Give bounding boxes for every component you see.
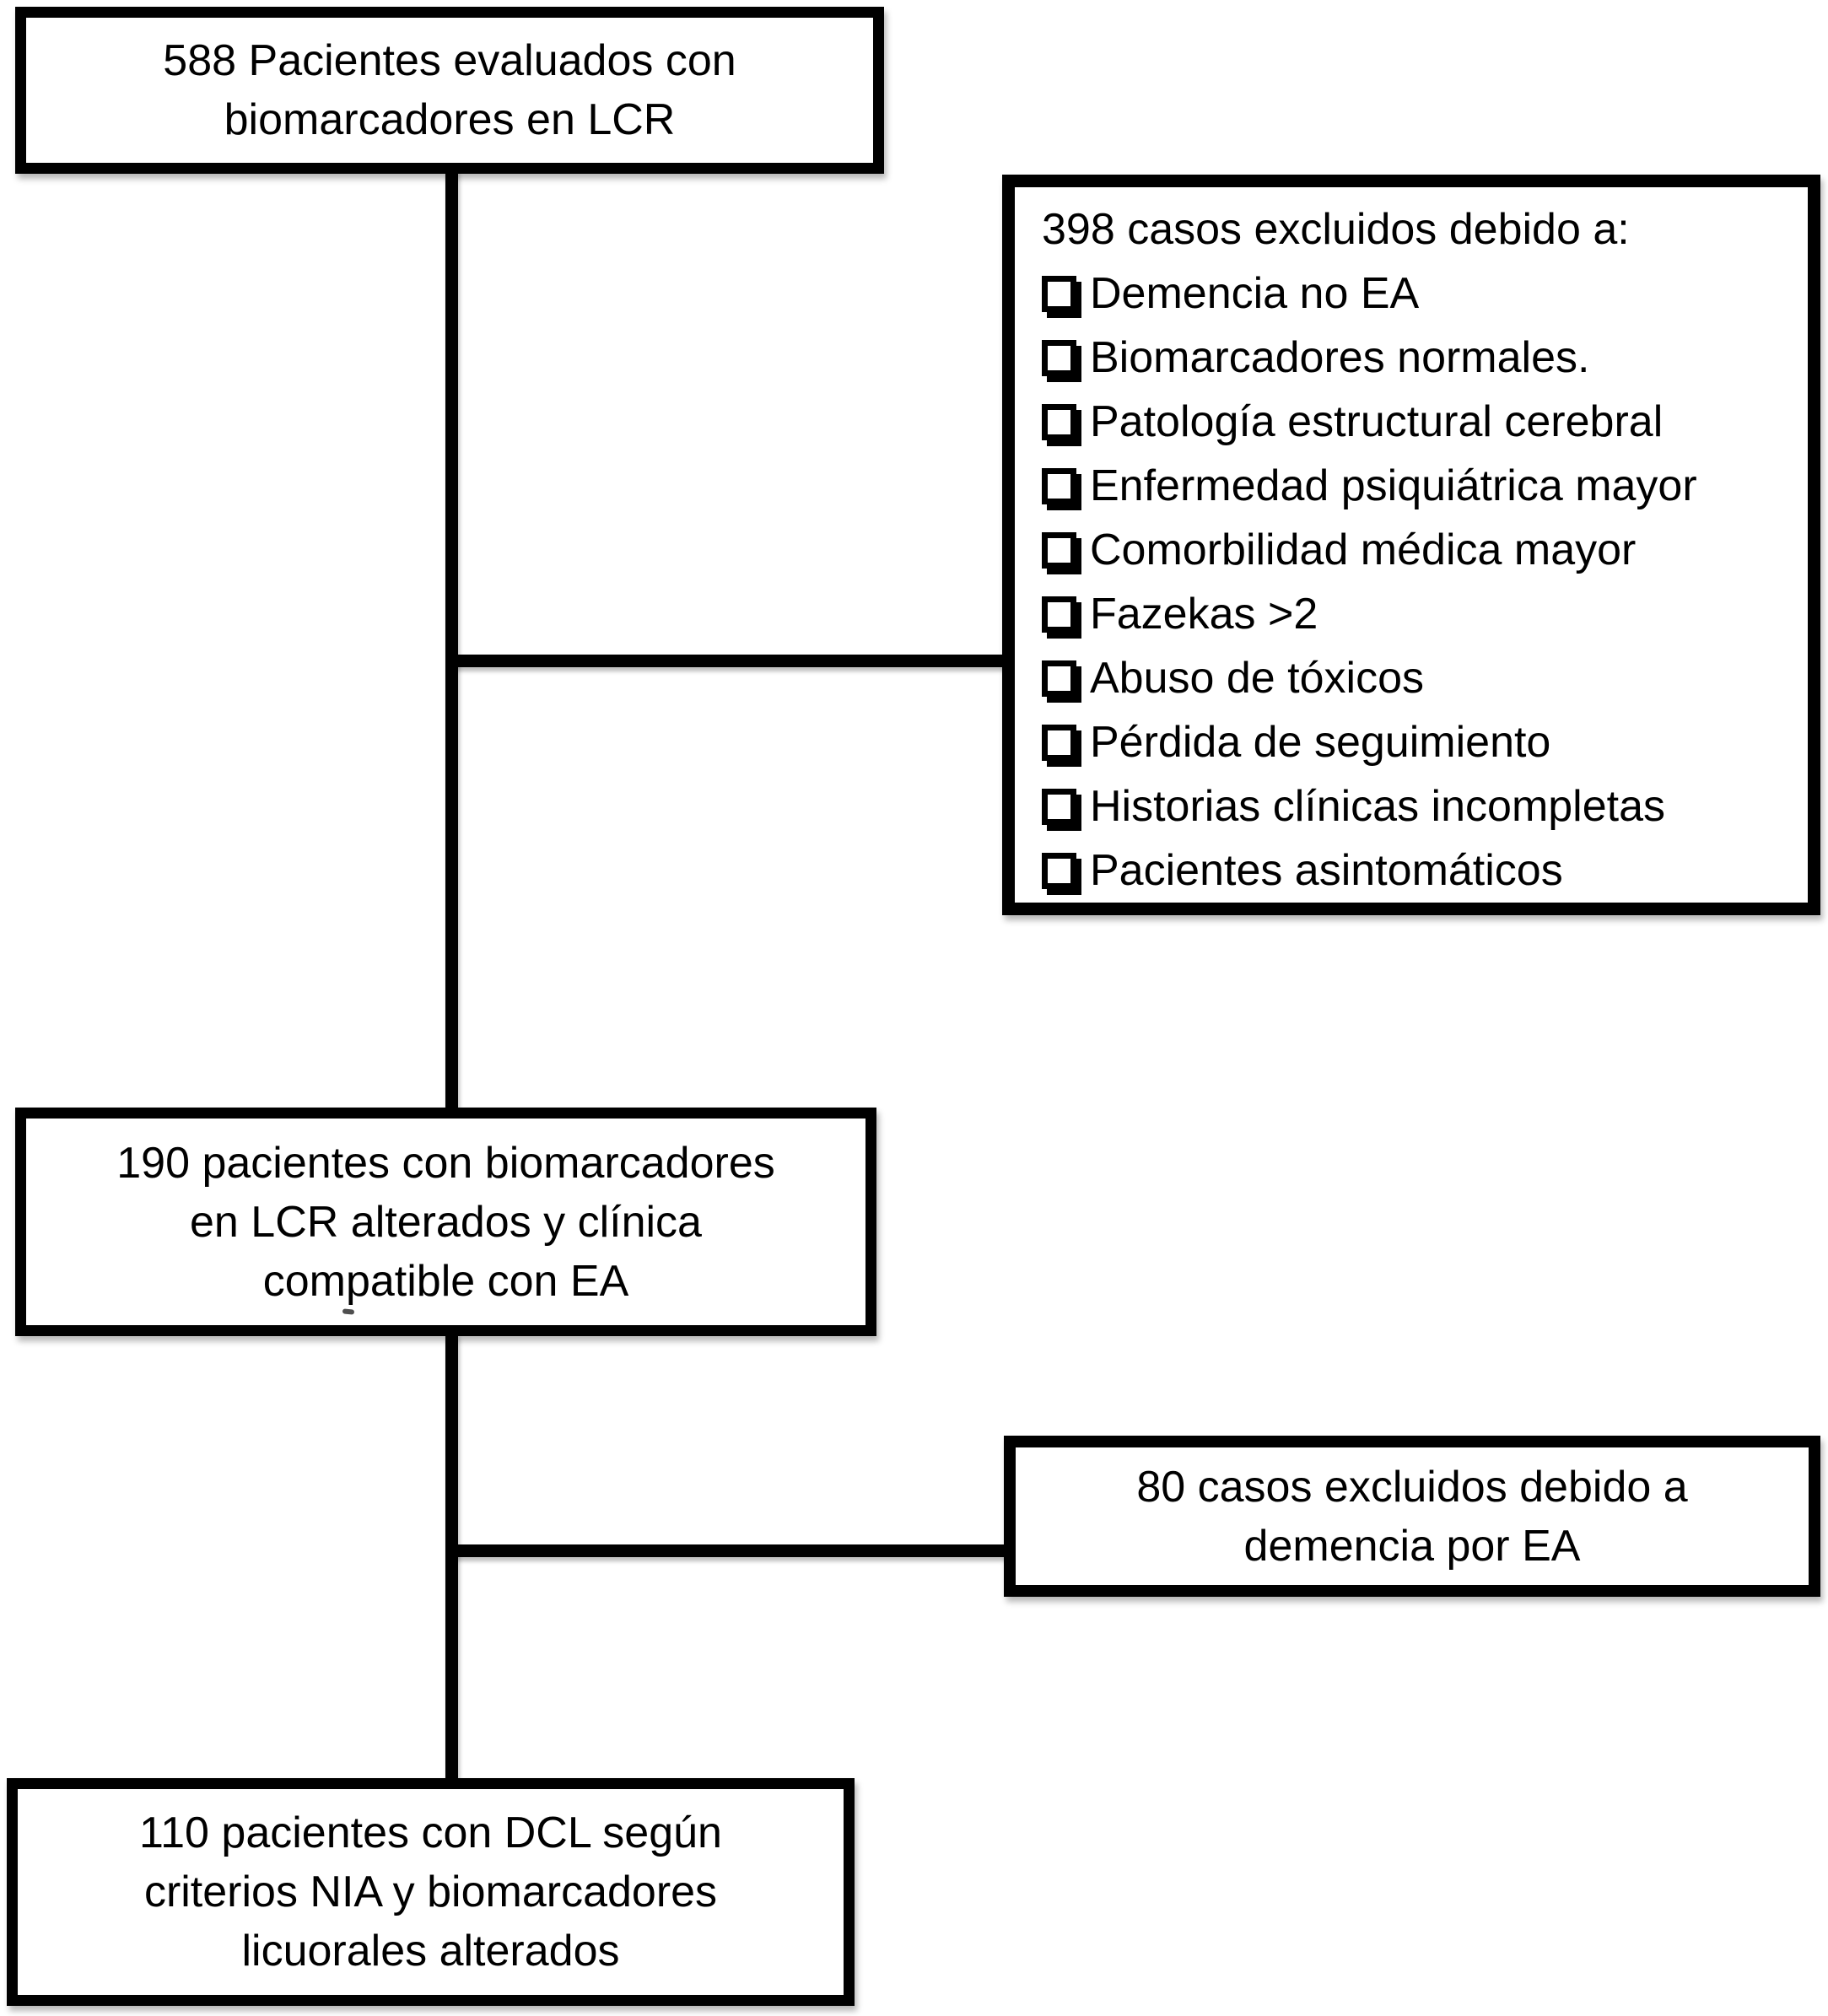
ballot-box-icon [1042, 724, 1076, 761]
node-text-line: 588 Pacientes evaluados con [163, 36, 736, 85]
node-text-line: licuorales alterados [241, 1927, 620, 1976]
exclusion-item: Comorbilidad médica mayor [1042, 518, 1799, 582]
node-text-line: 110 pacientes con DCL según [139, 1808, 722, 1857]
ballot-box-icon [1042, 788, 1076, 825]
node-text-line: en LCR alterados y clínica [190, 1197, 702, 1247]
node-excluded-80: 80 casos excluidos debido a demencia por… [1004, 1436, 1820, 1597]
node-excluded-398: 398 casos excluidos debido a: Demencia n… [1002, 175, 1820, 915]
exclusion-item-label: Abuso de tóxicos [1090, 654, 1425, 703]
connector-branch-excluded-398 [451, 655, 1008, 667]
exclusion-item-label: Pérdida de seguimiento [1090, 718, 1551, 767]
exclusion-item-label: Demencia no EA [1090, 269, 1420, 318]
exclusion-item: Pérdida de seguimiento [1042, 710, 1799, 774]
connector-190-to-110 [445, 1333, 458, 1782]
exclusion-item: Patología estructural cerebral [1042, 390, 1799, 454]
ballot-box-icon [1042, 531, 1076, 569]
ballot-box-icon [1042, 339, 1076, 376]
node-text-line: biomarcadores en LCR [224, 95, 676, 144]
node-text-line: criterios NIA y biomarcadores [143, 1868, 718, 1916]
exclusion-item: Demencia no EA [1042, 261, 1799, 326]
node-190-pacientes: 190 pacientes con biomarcadores en LCR a… [15, 1108, 876, 1336]
node-text-line: compatible con EA [262, 1256, 629, 1306]
node-588-pacientes: 588 Pacientes evaluados con biomarcadore… [15, 7, 884, 174]
ballot-box-icon [1042, 467, 1076, 504]
exclusion-item: Biomarcadores normales. [1042, 326, 1799, 390]
exclusion-item-label: Pacientes asintomáticos [1090, 846, 1563, 895]
node-text-line: 190 pacientes con biomarcadores [116, 1138, 775, 1188]
exclusion-item: Pacientes asintomáticos [1042, 838, 1799, 903]
exclusion-header: 398 casos excluidos debido a: [1042, 205, 1630, 254]
exclusion-item: Abuso de tóxicos [1042, 646, 1799, 710]
exclusion-item-label: Patología estructural cerebral [1090, 397, 1664, 446]
exclusion-item-label: Historias clínicas incompletas [1090, 782, 1666, 831]
exclusion-item: Enfermedad psiquiátrica mayor [1042, 454, 1799, 518]
ballot-box-icon [1042, 596, 1076, 633]
exclusion-item: Historias clínicas incompletas [1042, 774, 1799, 838]
connector-branch-excluded-80 [451, 1544, 1010, 1557]
node-text-line: 80 casos excluidos debido a [1136, 1462, 1688, 1512]
exclusion-item-label: Comorbilidad médica mayor [1090, 526, 1637, 574]
exclusion-list: Demencia no EA Biomarcadores normales. P… [1042, 261, 1799, 903]
exclusion-item: Fazekas >2 [1042, 582, 1799, 646]
exclusion-item-label: Biomarcadores normales. [1090, 333, 1590, 382]
node-text-line: demencia por EA [1243, 1521, 1581, 1571]
exclusion-item-label: Fazekas >2 [1090, 590, 1318, 639]
node-110-pacientes: 110 pacientes con DCL según criterios NI… [7, 1778, 855, 2006]
connector-588-to-190 [445, 169, 458, 1112]
ballot-box-icon [1042, 403, 1076, 440]
ballot-box-icon [1042, 275, 1076, 312]
exclusion-item-label: Enfermedad psiquiátrica mayor [1090, 461, 1697, 510]
ballot-box-icon [1042, 852, 1076, 889]
ballot-box-icon [1042, 660, 1076, 697]
